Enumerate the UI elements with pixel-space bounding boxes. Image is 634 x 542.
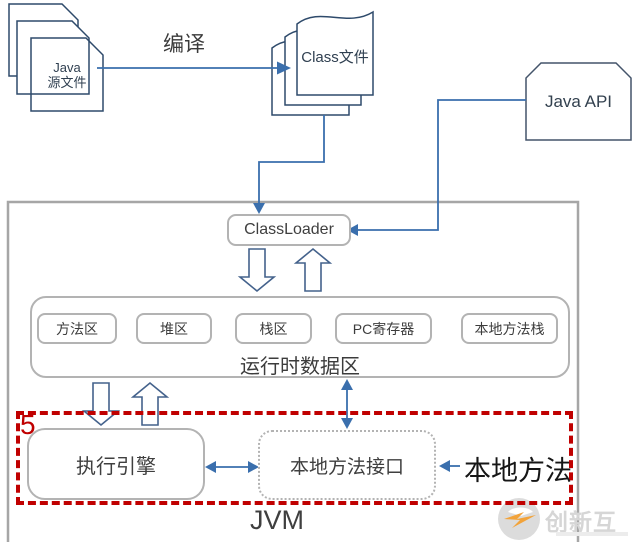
jvm-label: JVM xyxy=(250,505,304,535)
runtime-box-label: 栈区 xyxy=(259,320,288,337)
execution-engine-label: 执行引擎 xyxy=(76,455,156,478)
classloader-runtime-block-arrows xyxy=(237,247,333,293)
runtime-box-pc-register: PC寄存器 xyxy=(335,313,432,344)
classloader-label: ClassLoader xyxy=(244,221,334,238)
watermark: 创新互联 xyxy=(496,496,634,542)
classfile-to-classloader-arrow xyxy=(253,115,325,214)
runtime-box-label: PC寄存器 xyxy=(352,320,415,337)
java-source-label: Java 源文件 xyxy=(30,60,104,90)
nativemethod-to-interface-arrow xyxy=(439,460,460,472)
classloader-node: ClassLoader xyxy=(227,214,351,246)
compile-arrow xyxy=(97,61,291,75)
native-interface-label: 本地方法接口 xyxy=(289,456,404,478)
java-source-files-shape xyxy=(8,3,104,112)
native-interface-node: 本地方法接口 xyxy=(258,430,436,500)
watermark-logo-icon xyxy=(498,498,540,540)
class-files-shape xyxy=(271,10,374,116)
runtime-box-label: 方法区 xyxy=(56,320,98,337)
javaapi-to-classloader-arrow xyxy=(347,99,526,236)
java-api-label: Java API xyxy=(544,92,613,111)
runtime-box-heap: 堆区 xyxy=(136,313,212,344)
runtime-data-area: 方法区 堆区 栈区 PC寄存器 本地方法栈 运行时数据区 xyxy=(30,296,570,378)
java-api-shape xyxy=(525,62,632,141)
runtime-box-label: 本地方法栈 xyxy=(474,320,545,337)
native-zone-highlight xyxy=(16,411,573,505)
java-source-line2: 源文件 xyxy=(47,75,87,90)
watermark-subtext-bar xyxy=(556,532,628,536)
runtime-box-label: 堆区 xyxy=(160,320,188,337)
runtime-box-native-stack: 本地方法栈 xyxy=(461,313,558,344)
execution-engine-node: 执行引擎 xyxy=(27,428,205,500)
native-method-label: 本地方法 xyxy=(464,456,572,486)
class-file-label: Class文件 xyxy=(301,49,369,66)
watermark-brand-text: 创新互联 xyxy=(545,509,617,535)
java-source-line1: Java xyxy=(53,60,81,75)
runtime-box-method-area: 方法区 xyxy=(37,313,117,344)
runtime-box-stack: 栈区 xyxy=(235,313,312,344)
jvm-container-box xyxy=(6,200,580,542)
runtime-area-label: 运行时数据区 xyxy=(240,356,360,378)
engine-nativeinterface-double-arrow xyxy=(205,461,259,473)
compile-label: 编译 xyxy=(163,33,205,56)
